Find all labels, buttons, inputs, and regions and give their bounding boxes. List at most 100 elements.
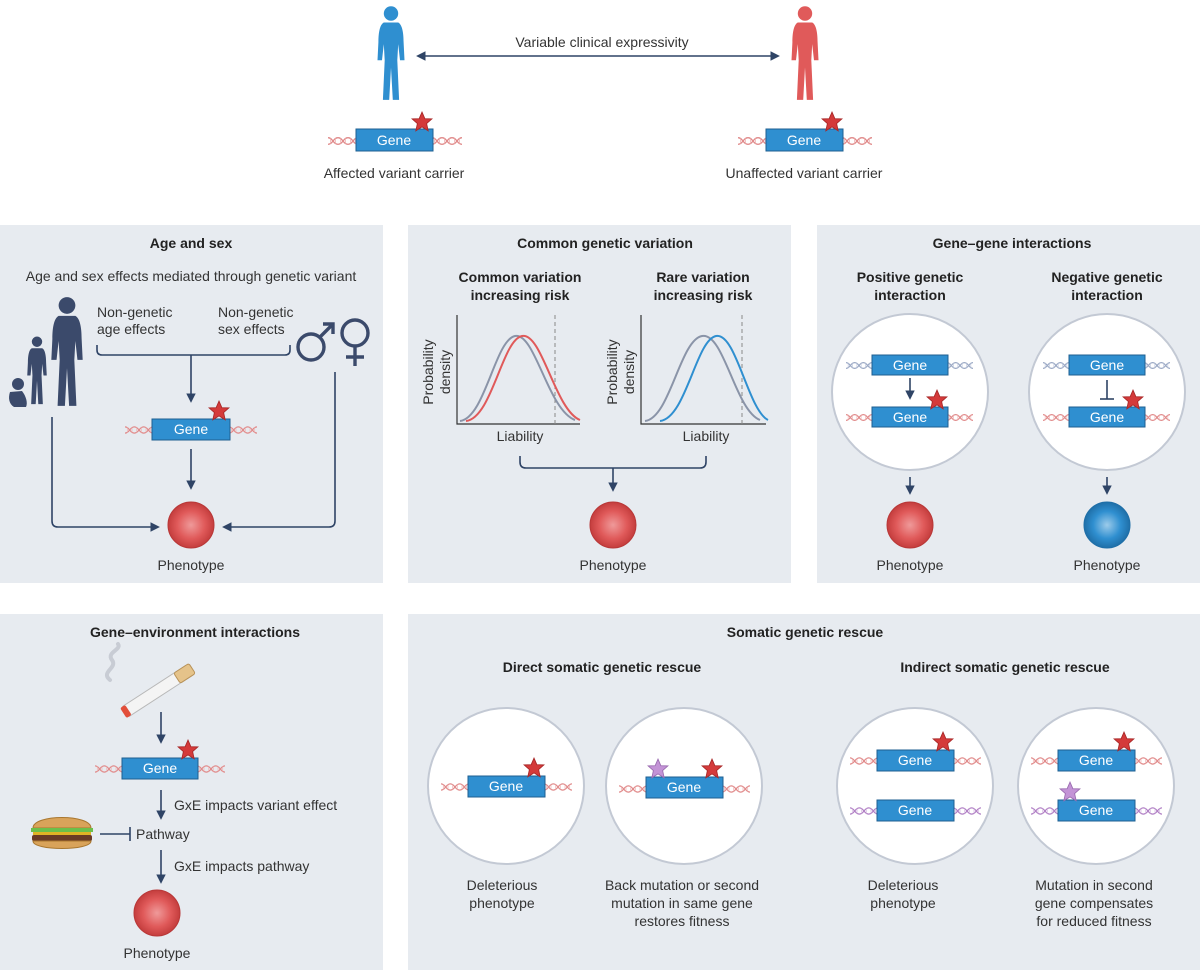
male-symbol-icon bbox=[296, 322, 335, 362]
gene-b: Gene bbox=[1043, 389, 1170, 428]
gene-label: Gene bbox=[1079, 802, 1113, 818]
phenotype-icon bbox=[589, 501, 637, 549]
variant-star-icon bbox=[411, 111, 433, 132]
caption-line2: phenotype bbox=[469, 895, 535, 911]
panel-age-sex: Age and sex Age and sex effects mediated… bbox=[0, 225, 383, 583]
negative-heading-line2: interaction bbox=[1071, 287, 1143, 303]
phenotype-label: Phenotype bbox=[124, 945, 191, 961]
gene-label: Gene bbox=[893, 357, 927, 373]
gene: Gene bbox=[125, 400, 257, 441]
female-symbol-icon bbox=[340, 318, 370, 366]
panel-title: Somatic genetic rescue bbox=[727, 624, 884, 640]
y-axis-label-line1: Probability bbox=[604, 339, 620, 404]
gene-label: Gene bbox=[893, 409, 927, 425]
left-heading-line1: Common variation bbox=[459, 269, 582, 285]
panel-title: Common genetic variation bbox=[517, 235, 693, 251]
phenotype-label: Phenotype bbox=[580, 557, 647, 573]
gene-label: Gene bbox=[898, 802, 932, 818]
caption-line2: gene compensates bbox=[1035, 895, 1153, 911]
panel-title: Gene–environment interactions bbox=[90, 624, 300, 640]
unaffected-gene: Gene bbox=[738, 111, 872, 152]
caption-line3: restores fitness bbox=[635, 913, 730, 929]
y-axis-label-line1: Probability bbox=[420, 339, 436, 404]
phenotype-icon bbox=[886, 501, 934, 549]
age-direct-arrow bbox=[51, 417, 160, 532]
negative-heading-line1: Negative genetic bbox=[1051, 269, 1162, 285]
indirect-heading: Indirect somatic genetic rescue bbox=[900, 659, 1110, 675]
deleterious-circle bbox=[836, 707, 994, 865]
affected-caption: Affected variant carrier bbox=[324, 165, 465, 181]
age-effects-line1: Non-genetic bbox=[97, 304, 173, 320]
panel-title: Age and sex bbox=[150, 235, 233, 251]
affected-gene: Gene bbox=[328, 111, 462, 152]
burger-icon bbox=[31, 817, 93, 849]
unaffected-caption: Unaffected variant carrier bbox=[726, 165, 883, 181]
right-heading-line1: Rare variation bbox=[656, 269, 749, 285]
sex-direct-arrow bbox=[222, 372, 336, 532]
sex-effects-line2: sex effects bbox=[218, 321, 285, 337]
gene-a: Gene bbox=[850, 731, 981, 772]
right-density-plot: Probability density Liability bbox=[604, 315, 769, 444]
gene-label: Gene bbox=[1079, 752, 1113, 768]
direct-heading: Direct somatic genetic rescue bbox=[503, 659, 702, 675]
carrier-curve bbox=[659, 334, 769, 422]
gene-b: Gene bbox=[1031, 781, 1162, 822]
population-curve bbox=[459, 334, 576, 422]
caption-line1: Deleterious bbox=[467, 877, 538, 893]
gene-label: Gene bbox=[667, 779, 701, 795]
phenotype-label: Phenotype bbox=[158, 557, 225, 573]
bracket bbox=[96, 345, 291, 356]
variant-star-icon bbox=[821, 111, 843, 132]
gene-label: Gene bbox=[377, 132, 411, 148]
left-heading-line2: increasing risk bbox=[471, 287, 570, 303]
gene-label: Gene bbox=[1090, 409, 1124, 425]
phenotype-icon bbox=[167, 501, 215, 549]
left-density-plot: Probability density Liability bbox=[420, 315, 581, 444]
population-curve bbox=[644, 334, 761, 422]
panel-gene-environment: Gene–environment interactions Gene GxE i… bbox=[0, 614, 383, 970]
inhibition-arrow bbox=[100, 827, 131, 841]
gene-a: Gene bbox=[1031, 731, 1162, 772]
pathway-effect-label: GxE impacts pathway bbox=[174, 858, 309, 874]
gene: Gene bbox=[441, 757, 572, 798]
gene-label: Gene bbox=[898, 752, 932, 768]
gene-label: Gene bbox=[143, 760, 177, 776]
phenotype-label: Phenotype bbox=[1074, 557, 1141, 573]
panel-title: Gene–gene interactions bbox=[933, 235, 1092, 251]
panel-subtitle: Age and sex effects mediated through gen… bbox=[26, 268, 357, 284]
axes bbox=[456, 315, 580, 425]
gene-b: Gene bbox=[850, 799, 981, 822]
caption-line2: phenotype bbox=[870, 895, 936, 911]
gene: Gene bbox=[619, 758, 750, 799]
gene-label: Gene bbox=[489, 778, 523, 794]
cigarette-icon bbox=[104, 642, 196, 718]
inhibition-arrow bbox=[1100, 380, 1114, 400]
pathway-label: Pathway bbox=[136, 826, 190, 842]
positive-heading-line1: Positive genetic bbox=[857, 269, 964, 285]
gene-label: Gene bbox=[174, 421, 208, 437]
caption-line1: Deleterious bbox=[868, 877, 939, 893]
x-axis-label: Liability bbox=[497, 428, 544, 444]
y-axis-label-line2: density bbox=[437, 350, 453, 394]
gene-label: Gene bbox=[1090, 357, 1124, 373]
unaffected-person-icon bbox=[791, 6, 819, 100]
baby-icon bbox=[9, 378, 27, 407]
affected-person-icon bbox=[377, 6, 405, 100]
gene: Gene bbox=[95, 739, 225, 780]
phenotype-icon bbox=[1083, 501, 1131, 549]
variant-effect-label: GxE impacts variant effect bbox=[174, 797, 337, 813]
axes bbox=[640, 315, 766, 425]
panel-somatic-rescue: Somatic genetic rescue Direct somatic ge… bbox=[408, 614, 1200, 970]
caption-line1: Back mutation or second bbox=[605, 877, 759, 893]
y-axis-label-line2: density bbox=[621, 350, 637, 394]
gene-a: Gene bbox=[846, 354, 973, 376]
caption-line2: mutation in same gene bbox=[611, 895, 753, 911]
gene-label: Gene bbox=[787, 132, 821, 148]
right-heading-line2: increasing risk bbox=[654, 287, 753, 303]
top-section: Variable clinical expressivity Gene Affe… bbox=[324, 6, 883, 181]
second-gene-circle bbox=[1017, 707, 1175, 865]
expressivity-label: Variable clinical expressivity bbox=[515, 34, 688, 50]
caption-line1: Mutation in second bbox=[1035, 877, 1153, 893]
carrier-curve bbox=[465, 334, 581, 422]
panel-gene-gene: Gene–gene interactions Positive genetic … bbox=[817, 225, 1200, 583]
